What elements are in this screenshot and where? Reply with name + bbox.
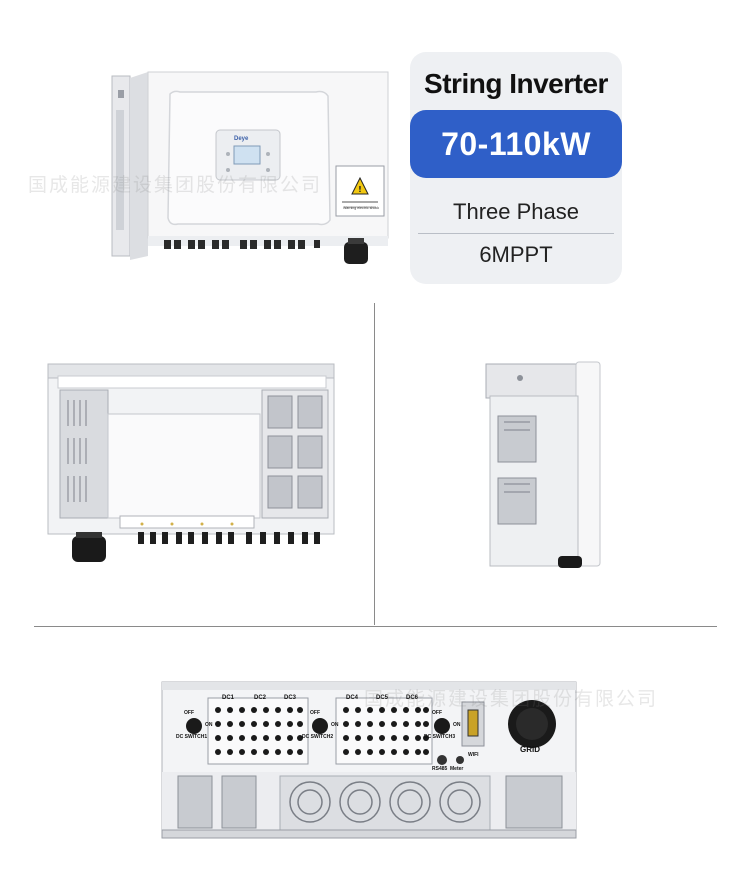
watermark-bottom: 国成能源建设集团股份有限公司 (364, 688, 659, 710)
off-label-1: OFF (184, 710, 194, 716)
dc2-label: DC2 (254, 695, 267, 701)
inverter-front-image: ! (111, 71, 389, 264)
phase-label: Three Phase (453, 199, 579, 224)
dc-switch1-label: DC SWITCH1 (176, 734, 208, 740)
dc-switch3-label: DC SWITCH3 (424, 734, 456, 740)
watermark-top: 国成能源建设集团股份有限公司 (28, 174, 323, 196)
power-range-badge: 70-110kW (410, 110, 622, 178)
svg-text:!: ! (358, 185, 362, 194)
dc-switch2-label: DC SWITCH2 (302, 734, 334, 740)
off-label-2: OFF (310, 710, 320, 716)
dc5-label: DC5 (376, 695, 389, 701)
grid-label: GRID (520, 745, 540, 754)
dc3-label: DC3 (284, 695, 297, 701)
horizontal-divider (34, 626, 717, 627)
vertical-divider (374, 303, 375, 625)
power-range-text: 70-110kW (441, 125, 591, 162)
inverter-brand-label: Deye (234, 136, 249, 142)
dc1-label: DC1 (222, 695, 235, 701)
product-title: String Inverter (424, 68, 608, 99)
warning-sticker-text: Warning electric shock (342, 206, 380, 210)
mppt-label: 6MPPT (479, 242, 553, 267)
inverter-underside-image (47, 363, 335, 562)
spec-card: String Inverter 70-110kW Three Phase 6MP… (410, 52, 622, 284)
inverter-side-image (485, 361, 601, 568)
on-label-3: ON (453, 722, 461, 728)
spec-divider (418, 233, 614, 234)
rs485-label: RS485 (432, 766, 448, 772)
inverter-connection-panel-image (161, 681, 577, 839)
on-label-1: ON (205, 722, 213, 728)
meter-label: Meter (450, 766, 464, 772)
off-label-3: OFF (432, 710, 442, 716)
wifi-label: WIFI (468, 752, 479, 758)
on-label-2: ON (331, 722, 339, 728)
dc4-label: DC4 (346, 695, 359, 701)
dc6-label: DC6 (406, 695, 419, 701)
